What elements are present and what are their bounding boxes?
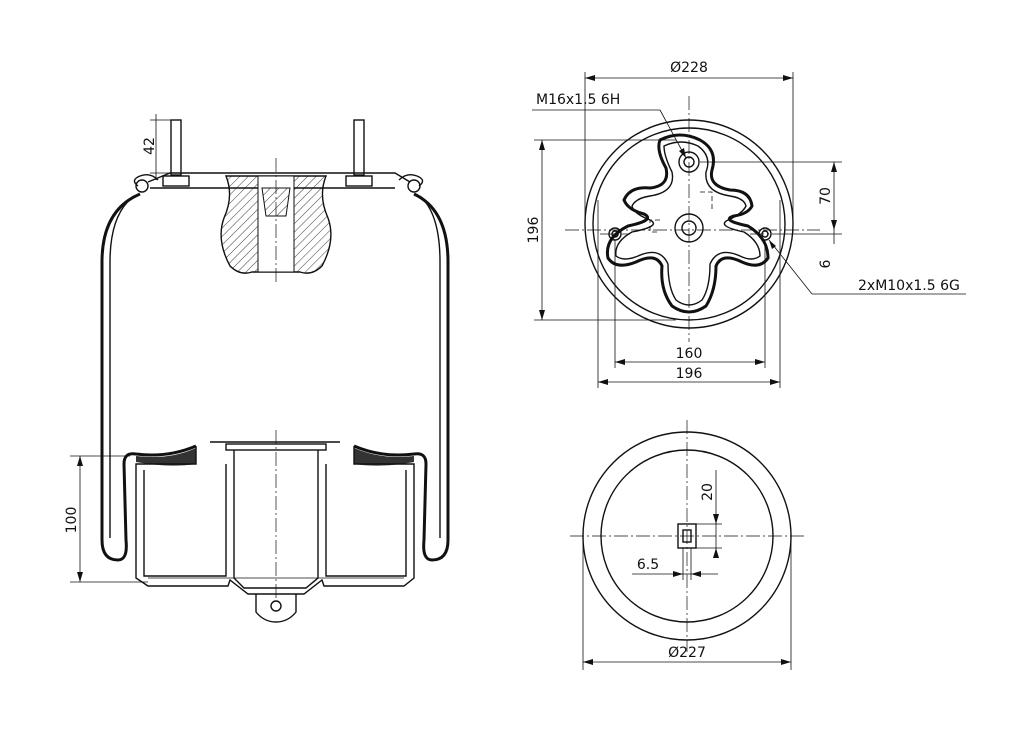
dim-20-label: 20 <box>700 483 716 501</box>
dim-196v-label: 196 <box>526 217 542 244</box>
stud-right <box>345 119 373 187</box>
dim-42-label: 42 <box>142 137 158 155</box>
dim-100-label: 100 <box>64 507 80 534</box>
side-view: 42 100 <box>64 114 450 623</box>
m16-label: M16x1.5 6H <box>536 92 620 108</box>
leader-side-thread: 2xM10x1.5 6G <box>768 239 966 295</box>
center-boss-section <box>220 158 332 282</box>
dim-offset-70: 70 <box>700 161 842 230</box>
leader-center-thread: M16x1.5 6H <box>532 92 687 159</box>
dim-top-diameter: Ø228 <box>584 60 794 226</box>
dim-196h-label: 196 <box>676 366 703 382</box>
dim-bottom-20: 20 <box>696 470 722 558</box>
dim-offset-6: 6 <box>780 226 842 268</box>
stud-left <box>162 119 190 187</box>
cross-plate-outline <box>605 133 770 314</box>
dim-bottom-6-5: 6.5 <box>632 548 718 580</box>
dim-plate-height: 196 <box>526 139 676 321</box>
dim-width-160: 160 <box>614 240 766 368</box>
bottom-view: 20 6.5 Ø227 <box>570 420 804 670</box>
m10-label: 2xM10x1.5 6G <box>858 278 960 294</box>
dim-width-196: 196 <box>597 200 781 388</box>
dim-160-label: 160 <box>676 346 703 362</box>
dim-228-label: Ø228 <box>670 60 708 76</box>
dim-6-5-label: 6.5 <box>637 557 659 573</box>
dim-bottom-height: 100 <box>64 455 148 583</box>
piston <box>135 430 415 623</box>
dim-bottom-diameter: Ø227 <box>582 540 792 670</box>
dim-227-label: Ø227 <box>668 645 706 661</box>
dim-70-label: 70 <box>818 187 834 205</box>
bellows <box>100 192 450 562</box>
top-view: Ø228 M16x1.5 6H 196 70 <box>526 60 966 388</box>
dim-stud-height: 42 <box>142 114 171 180</box>
dim-6-label: 6 <box>818 259 834 268</box>
